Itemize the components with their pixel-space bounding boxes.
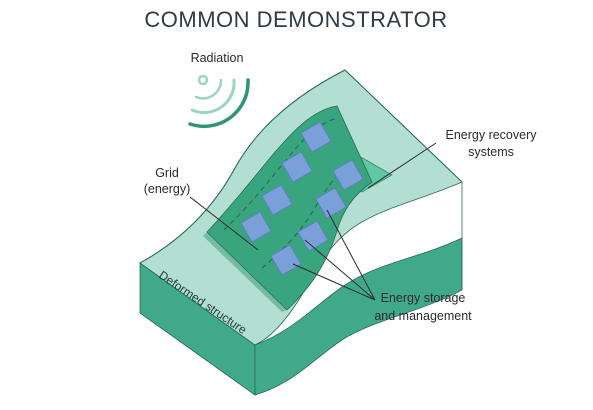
slab-top-edge xyxy=(139,69,463,264)
radiation-icon xyxy=(188,74,250,129)
radiation-wave-2 xyxy=(190,78,236,115)
energy-cell xyxy=(332,159,364,191)
radiation-source xyxy=(197,74,209,86)
radiation-wave-3 xyxy=(188,78,250,129)
energy-cell xyxy=(270,244,302,276)
label-energy-storage-line2: and management xyxy=(374,309,472,323)
label-energy-storage-line1: Energy storage xyxy=(381,291,466,305)
sheet-shadow xyxy=(203,232,287,312)
leader-energy-recovery xyxy=(367,142,437,189)
label-radiation: Radiation xyxy=(191,51,244,65)
energy-cell xyxy=(281,151,313,183)
leader-storage-3 xyxy=(326,209,376,301)
label-energy-recovery-line2: systems xyxy=(468,145,514,159)
leader-grid xyxy=(189,196,259,251)
energy-cell xyxy=(300,121,332,153)
energy-cells xyxy=(240,121,364,276)
leader-storage-1 xyxy=(292,263,376,301)
label-grid-line2: (energy) xyxy=(144,182,191,196)
energy-cell xyxy=(261,184,293,216)
label-grid-line1: Grid xyxy=(155,166,179,180)
energy-cell xyxy=(315,187,347,219)
energy-cell xyxy=(297,220,329,252)
label-energy-recovery-line1: Energy recovery xyxy=(445,128,537,142)
grid-dashed-line xyxy=(223,117,339,231)
flexible-sheet xyxy=(206,105,373,311)
diagram-title: COMMON DEMONSTRATOR xyxy=(144,7,447,32)
leader-storage-2 xyxy=(304,239,376,301)
energy-cell xyxy=(240,211,272,243)
radiation-wave-1 xyxy=(194,78,223,100)
